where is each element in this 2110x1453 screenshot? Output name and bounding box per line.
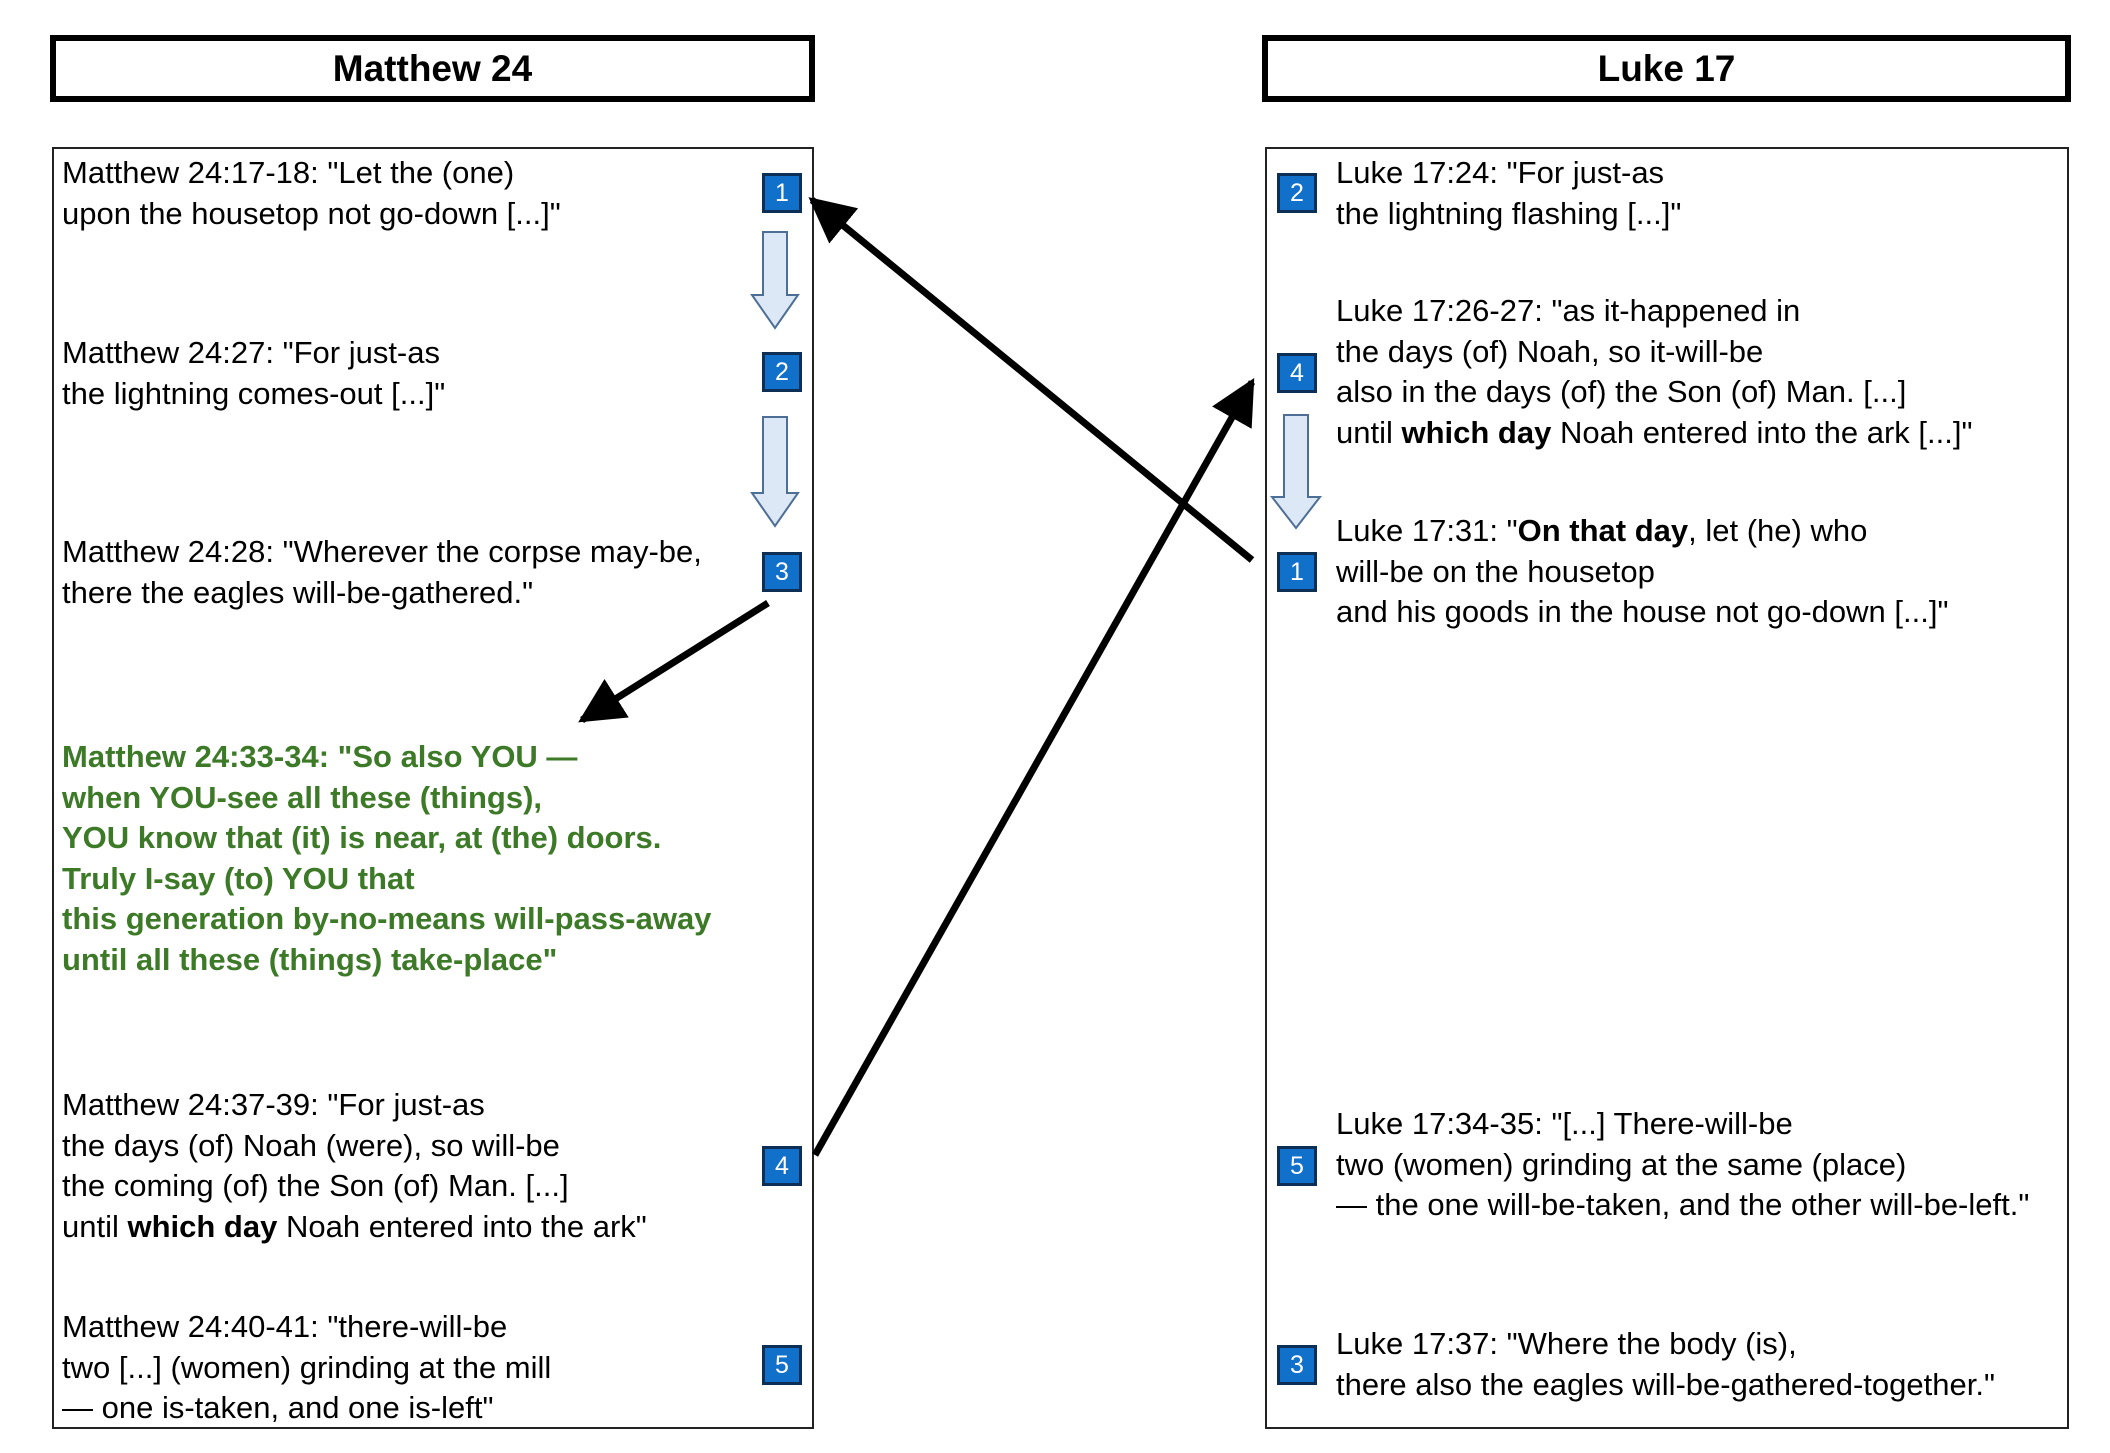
arrow-matthew-4-to-luke-4 [811,378,1256,1157]
arrow-matthew-3-to-green [578,600,770,723]
luke-p1-text-end: , let (he) who will-be on the housetop a… [1336,513,1949,629]
luke-passage-34-35: Luke 17:34-35: "[...] There-will-be two … [1336,1106,2030,1222]
order-arrow-luke-4 [1269,414,1323,530]
luke-p1-bold: On that day [1517,513,1689,548]
luke-badge-3: 3 [1277,1345,1317,1385]
matthew-passage-33-34: Matthew 24:33-34: "So also YOU — when YO… [62,739,712,977]
matthew-p4-bold: which day [127,1208,278,1244]
matthew-column [52,147,814,1429]
luke-p4-text-end: Noah entered into the ark [...]" [1551,414,1973,450]
matthew-p4-text: Matthew 24:37-39: "For just-as the days … [62,1087,569,1244]
matthew-badge-2: 2 [762,352,802,392]
luke-passage-26-27: Luke 17:26-27: "as it-happened in the da… [1336,291,1973,453]
order-arrow-matthew-1 [750,231,800,330]
luke-badge-5: 5 [1277,1146,1317,1186]
luke-badge-1: 1 [1277,552,1317,592]
luke-badge-4: 4 [1277,353,1317,393]
luke-passage-31: Luke 17:31: "On that day, let (he) who w… [1336,511,1948,633]
matthew-passage-40-41: Matthew 24:40-41: "there-will-be two [..… [62,1309,552,1425]
luke-p1-text: Luke 17:31: " [1336,513,1518,548]
matthew-passage-28: Matthew 24:28: "Wherever the corpse may-… [62,534,702,610]
order-arrow-matthew-2 [750,416,800,528]
matthew-badge-3: 3 [762,552,802,592]
luke-p4-bold: which day [1401,414,1552,450]
luke-column [1265,147,2069,1429]
luke-p4-text: Luke 17:26-27: "as it-happened in the da… [1336,293,1907,450]
luke-header: Luke 17 [1262,35,2071,102]
matthew-p4-text-end: Noah entered into the ark" [277,1208,647,1244]
matthew-passage-17-18: Matthew 24:17-18: "Let the (one) upon th… [62,155,561,231]
luke-passage-24: Luke 17:24: "For just-as the lightning f… [1336,155,1682,231]
matthew-header: Matthew 24 [50,35,815,102]
arrow-luke-1-to-matthew-1 [808,197,1255,563]
matthew-badge-4: 4 [762,1146,802,1186]
luke-badge-2: 2 [1277,173,1317,213]
matthew-passage-27: Matthew 24:27: "For just-as the lightnin… [62,335,446,411]
matthew-badge-5: 5 [762,1345,802,1385]
matthew-badge-1: 1 [762,173,802,213]
luke-passage-37: Luke 17:37: "Where the body (is), there … [1336,1326,1995,1402]
matthew-passage-37-39: Matthew 24:37-39: "For just-as the days … [62,1085,647,1247]
